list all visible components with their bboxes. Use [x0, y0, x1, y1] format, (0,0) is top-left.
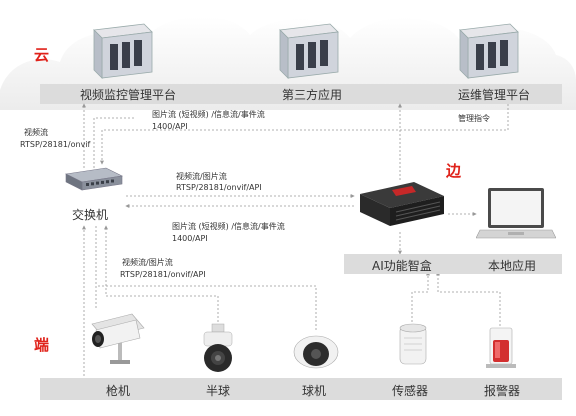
bullet-camera-icon [91, 313, 145, 364]
top-flow-annotation-2: 1400/API [152, 122, 188, 131]
device-dome-label: 球机 [302, 384, 327, 398]
alarm-icon [486, 327, 516, 368]
end-device-bar [40, 378, 562, 400]
device-sensor-label: 传感器 [392, 384, 429, 398]
ai-box-icon [360, 182, 444, 226]
device-bullet-label: 枪机 [106, 384, 131, 398]
edge-to-switch-annotation-2: 1400/API [172, 234, 208, 243]
device-stream-annotation-1: 视频流/图片流 [122, 258, 173, 267]
tier-end-label: 端 [34, 336, 50, 354]
device-half-dome-label: 半球 [206, 384, 231, 398]
platform-ops-label: 运维管理平台 [458, 88, 531, 102]
local-app-label: 本地应用 [488, 259, 537, 273]
ptz-camera-icon [203, 323, 233, 372]
server-icon [279, 23, 339, 79]
tier-edge-label: 边 [446, 162, 462, 180]
sensor-icon [399, 323, 427, 365]
mgmt-annotation: 管理指令 [458, 114, 490, 123]
ai-box-label: AI功能智盒 [372, 259, 432, 273]
platform-third-party-label: 第三方应用 [282, 88, 343, 102]
server-icon [93, 23, 153, 79]
switch-to-edge-annotation-2: RTSP/28181/onvif/API [176, 183, 262, 192]
dome-camera-icon [293, 335, 339, 369]
cloud-platform-bar [40, 84, 562, 104]
device-stream-annotation-2: RTSP/28181/onvif/API [120, 270, 206, 279]
left-stream-annotation-2: RTSP/28181/onvif [20, 140, 91, 149]
left-stream-annotation-1: 视频流 [24, 128, 48, 137]
switch-to-edge-annotation-1: 视频流/图片流 [176, 172, 227, 181]
edge-platform-bar [344, 254, 562, 274]
switch-icon [65, 167, 123, 191]
switch-label: 交换机 [72, 208, 109, 222]
device-alarm-label: 报警器 [484, 384, 521, 398]
top-flow-annotation-1: 图片流 (短视频) /信息流/事件流 [152, 110, 265, 119]
tier-cloud-label: 云 [34, 46, 50, 64]
server-icon [459, 23, 519, 79]
platform-video-label: 视频监控管理平台 [80, 88, 177, 102]
edge-to-switch-annotation-1: 图片流 (短视频) /信息流/事件流 [172, 222, 285, 231]
laptop-icon [476, 188, 556, 239]
